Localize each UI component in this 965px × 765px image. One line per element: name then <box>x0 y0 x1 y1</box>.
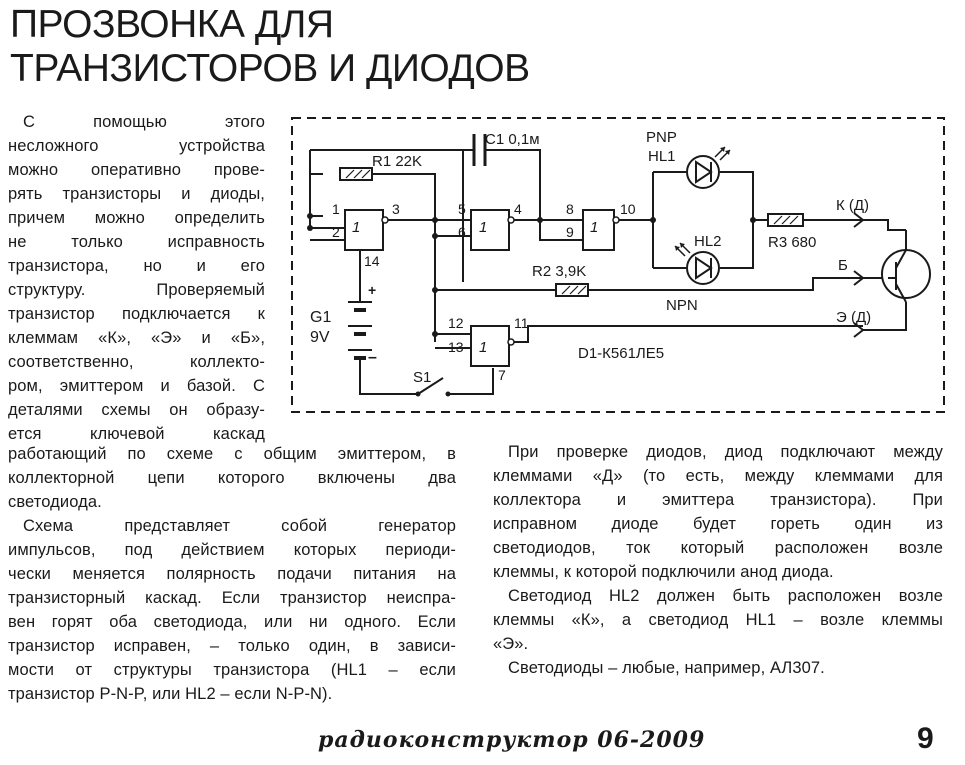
gate-1-symbol: 1 <box>352 219 360 236</box>
transistor-under-test <box>881 242 931 303</box>
text-line: При проверке диодов, диод подключают меж… <box>508 443 943 461</box>
battery-plus-sign: + <box>368 282 376 298</box>
text-line: транзистор подключается к <box>8 305 265 323</box>
intro-text-column: С помощью этого несложного устройства мо… <box>8 110 265 446</box>
text-line: ром, эмиттером и базой. С <box>8 377 265 395</box>
pin-1: 1 <box>332 201 340 217</box>
gate-3-symbol: 1 <box>590 219 598 236</box>
label-terminal-k: К (Д) <box>836 197 869 214</box>
nor-gate-4 <box>470 325 515 367</box>
schematic-frame <box>291 117 945 413</box>
pin-13: 13 <box>448 339 464 355</box>
text-line: транзисторный каскад. Если транзистор не… <box>8 589 456 607</box>
pin-12: 12 <box>448 315 464 331</box>
pin-3: 3 <box>392 201 400 217</box>
pin-5: 5 <box>458 201 466 217</box>
label-r2: R2 3,9K <box>532 263 586 280</box>
label-9v: 9V <box>310 329 330 346</box>
wires <box>309 149 907 395</box>
label-hl2: HL2 <box>694 233 722 250</box>
terminal-e <box>853 322 865 338</box>
text-line: деталями схемы он образу- <box>8 401 265 419</box>
right-text-column: При проверке диодов, диод подключают меж… <box>493 440 943 680</box>
left-text-column: работающий по схеме с общим эмиттером, в… <box>8 442 456 706</box>
page-number: 9 <box>917 722 934 755</box>
pin-6: 6 <box>458 224 466 240</box>
text-line: несложного устройства <box>8 137 265 155</box>
pin-9: 9 <box>566 224 574 240</box>
text-line: транзистора, но и его <box>8 257 265 275</box>
terminal-k <box>853 212 906 231</box>
text-line: работающий по схеме с общим эмиттером, в <box>8 445 456 463</box>
text-line: вен горят оба светодиода, или ни одного.… <box>8 613 456 631</box>
label-g1: G1 <box>310 309 331 326</box>
page-title-line-1: ПРОЗВОНКА ДЛЯ <box>10 3 334 46</box>
text-line: транзистор исправен, – только один, в за… <box>8 637 456 655</box>
text-line: транзистор P-N-P, или HL2 – если N-P-N). <box>8 685 333 703</box>
label-s1: S1 <box>413 369 431 386</box>
text-line: можно оперативно прове- <box>8 161 265 179</box>
led-hl1 <box>686 146 731 189</box>
text-line: соответственно, коллекто- <box>8 353 265 371</box>
text-line: светодиода. <box>8 493 102 511</box>
text-line: Светодиод HL2 должен быть расположен воз… <box>508 587 943 605</box>
capacitor-c1 <box>463 134 507 166</box>
nor-gate-1 <box>344 209 389 251</box>
text-line: клеммы «К», а светодиод HL1 – возле клем… <box>493 611 943 629</box>
pin-8: 8 <box>566 201 574 217</box>
text-line: клеммы, к которой подключили анод диода. <box>493 563 834 581</box>
junction-dots <box>307 213 756 337</box>
text-line: клеммам «К», «Э» и «Б», <box>8 329 265 347</box>
gate-2-symbol: 1 <box>479 219 487 236</box>
pin-10: 10 <box>620 201 636 217</box>
magazine-footer: радиоконструктор 06-2009 <box>318 727 706 753</box>
pin-7: 7 <box>498 367 506 383</box>
text-line: С помощью этого <box>23 113 265 131</box>
resistor-r1 <box>339 167 373 181</box>
label-r3: R3 680 <box>768 234 816 251</box>
label-hl1: HL1 <box>648 148 676 165</box>
circuit-schematic: C1 0,1м R1 22K 1 1 2 3 14 1 5 6 4 1 8 9 … <box>288 112 954 414</box>
label-d1: D1-К561ЛЕ5 <box>578 345 664 362</box>
text-line: Схема представляет собой генератор <box>23 517 456 535</box>
pin-14: 14 <box>364 253 380 269</box>
resistor-r3 <box>767 213 804 227</box>
led-hl2 <box>674 242 720 285</box>
text-line: Светодиоды – любые, например, АЛ307. <box>508 659 825 677</box>
label-terminal-b: Б <box>838 257 848 274</box>
text-line: структуру. Проверяемый <box>8 281 265 299</box>
text-line: коллектора и эмиттера транзистора). При <box>493 491 943 509</box>
text-line: чески меняется полярность подачи питания… <box>8 565 456 583</box>
page-title-line-2: ТРАНЗИСТОРОВ И ДИОДОВ <box>10 47 530 90</box>
text-line: импульсов, под действием которых периоди… <box>8 541 456 559</box>
text-line: коллекторной цепи которого включены два <box>8 469 456 487</box>
pin-4: 4 <box>514 201 522 217</box>
text-line: исправном диоде будет гореть один из <box>493 515 943 533</box>
text-line: «Э». <box>493 635 529 653</box>
text-line: причем можно определить <box>8 209 265 227</box>
text-line: ется ключевой каскад <box>8 425 265 443</box>
label-npn: NPN <box>666 297 698 314</box>
text-line: не только исправность <box>8 233 265 251</box>
text-line: светодиодов, ток который расположен возл… <box>493 539 943 557</box>
nor-gate-2 <box>470 209 515 251</box>
text-line: клеммами «Д» (то есть, между клеммами дл… <box>493 467 943 485</box>
battery-g1 <box>348 287 372 365</box>
battery-minus-sign: – <box>368 349 377 366</box>
pin-2: 2 <box>332 224 340 240</box>
pin-11: 11 <box>514 315 529 331</box>
label-r1: R1 22K <box>372 153 422 170</box>
text-line: мости от структуры транзистора (HL1 – ес… <box>8 661 456 679</box>
text-line: рять транзисторы и диоды, <box>8 185 265 203</box>
switch-s1 <box>415 391 451 397</box>
gate-4-symbol: 1 <box>479 339 487 356</box>
label-pnp: PNP <box>646 129 677 146</box>
label-c1: C1 0,1м <box>485 131 540 148</box>
resistor-r2 <box>555 283 589 297</box>
label-terminal-e: Э (Д) <box>836 309 871 326</box>
nor-gate-3 <box>582 209 620 251</box>
